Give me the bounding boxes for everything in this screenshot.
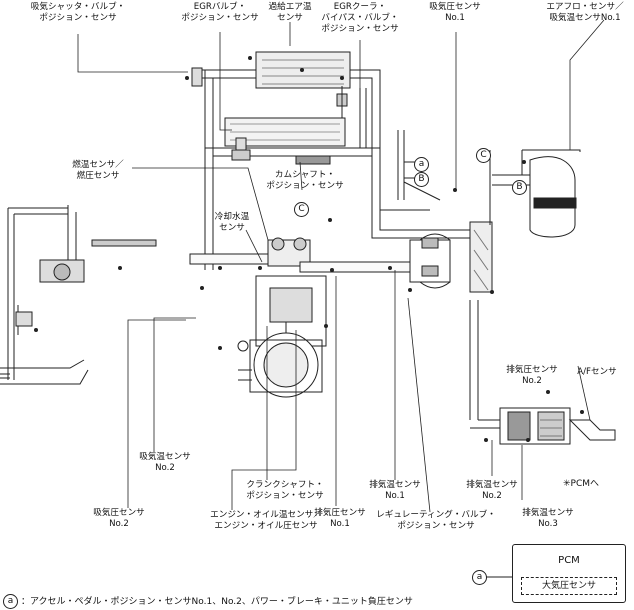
fuel-lines	[0, 207, 89, 385]
footnote-text: ：アクセル・ペダル・ポジション・センサNo.1、No.2、パワー・ブレーキ・ユニ…	[21, 597, 413, 607]
camshaft-block	[295, 155, 331, 165]
af-sensor-label: A/Fセンサ	[577, 367, 617, 377]
marker-b-upper: B	[414, 172, 429, 187]
egr-bypass-valve	[336, 86, 348, 118]
exhaust-pressure-no1-label: 排気圧センサ No.1	[314, 508, 366, 529]
legend-star-icon: ✳	[563, 479, 571, 489]
egr-valve	[231, 137, 251, 161]
boost-air-temp-sensor-label: 過給エア温 センサ	[268, 2, 312, 23]
fuel-temp-pressure-label: 燃温センサ／ 燃圧センサ	[72, 160, 124, 181]
sensor-markers	[34, 56, 584, 442]
oil-temp-pressure-label: エンジン・オイル温センサ／ エンジン・オイル圧センサ	[210, 510, 322, 531]
dpf	[469, 300, 616, 445]
coolant-temp-sensor-label: 冷却水温 センサ	[214, 212, 250, 233]
barometric-sensor-box: 大気圧センサ	[521, 577, 617, 595]
intake-manifold	[189, 237, 311, 267]
footnote: a：アクセル・ペダル・ポジション・センサNo.1、No.2、パワー・ブレーキ・ユ…	[3, 594, 413, 609]
fuel-pump	[39, 205, 157, 283]
airflow-sensor-label: エアフロ・センサ／ 吸気温センサNo.1	[546, 2, 624, 23]
pcm-title: PCM	[558, 555, 580, 566]
exhaust-manifold	[299, 233, 451, 289]
leader-lines	[77, 19, 605, 513]
marker-a: a	[414, 157, 429, 172]
footnote-marker-a: a	[3, 594, 18, 609]
exhaust-temp-no1-label: 排気温センサ No.1	[369, 480, 421, 501]
legend: ✳PCMへ	[563, 476, 599, 489]
intake-temp-no2-label: 吸気温センサ No.2	[139, 452, 191, 473]
marker-b-lower: B	[512, 180, 527, 195]
intake-shutter-valve	[191, 67, 203, 87]
egr-cooler-bypass-sensor-label: EGRクーラ・ バイパス・バルブ・ ポジション・センサ	[321, 2, 399, 34]
turbocharger	[421, 221, 493, 293]
exhaust-pressure-no2-label: 排気圧センサ No.2	[506, 365, 558, 386]
regulating-valve-sensor-label: レギュレーティング・バルブ・ ポジション・センサ	[376, 510, 496, 531]
exhaust-temp-no3-label: 排気温センサ No.3	[522, 508, 574, 529]
intake-shutter-valve-sensor-label: 吸気シャッタ・バルブ・ ポジション・センサ	[30, 2, 126, 23]
camshaft-sensor-label: カムシャフト・ ポジション・センサ	[266, 170, 344, 191]
intake-pressure-no2-label: 吸気圧センサ No.2	[93, 508, 145, 529]
legend-text: PCMへ	[570, 479, 600, 489]
crankshaft-sensor-label: クランクシャフト・ ポジション・センサ	[246, 480, 324, 501]
pcm-marker-a: a	[472, 570, 487, 585]
engine-block	[237, 275, 327, 398]
egr-pipe	[359, 88, 367, 148]
marker-c-right: C	[476, 148, 491, 163]
exhaust-temp-no2-label: 排気温センサ No.2	[466, 480, 518, 501]
egr-valve-sensor-label: EGRバルブ・ ポジション・センサ	[181, 2, 259, 23]
pcm-box: PCM 大気圧センサ	[512, 544, 626, 603]
intake-pressure-no1-label: 吸気圧センサ No.1	[429, 2, 481, 23]
marker-c-left: C	[294, 202, 309, 217]
